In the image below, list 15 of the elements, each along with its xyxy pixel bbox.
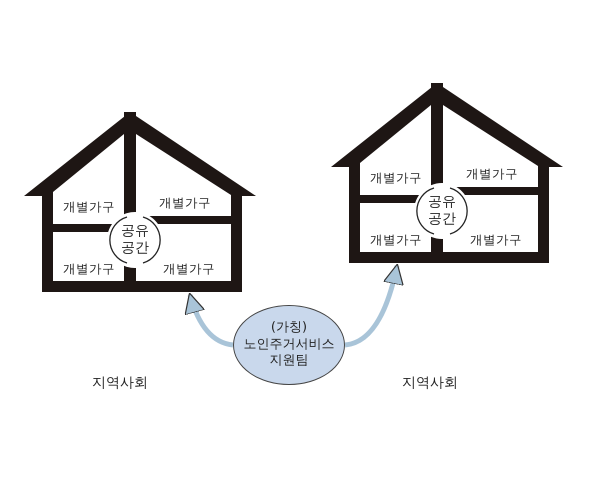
household-label: 개별가구 bbox=[470, 232, 522, 248]
shared-space-label: 공유 공간 bbox=[120, 223, 150, 257]
household-label: 개별가구 bbox=[63, 260, 115, 278]
household-label: 개별가구 bbox=[63, 198, 115, 216]
household-label: 개별가구 bbox=[466, 166, 518, 182]
curved-arrow bbox=[185, 292, 234, 348]
household-label: 개별가구 bbox=[159, 194, 211, 212]
household-label: 개별가구 bbox=[370, 170, 422, 186]
curved-arrow bbox=[344, 263, 404, 348]
shared-space-label: 공유 공간 bbox=[426, 194, 457, 228]
team-label: (가칭) 노인주거서비스 지원팀 bbox=[242, 320, 336, 370]
community-label: 지역사회 bbox=[402, 374, 458, 392]
household-label: 개별가구 bbox=[370, 232, 422, 248]
household-label: 개별가구 bbox=[163, 260, 215, 278]
community-label: 지역사회 bbox=[92, 374, 148, 392]
